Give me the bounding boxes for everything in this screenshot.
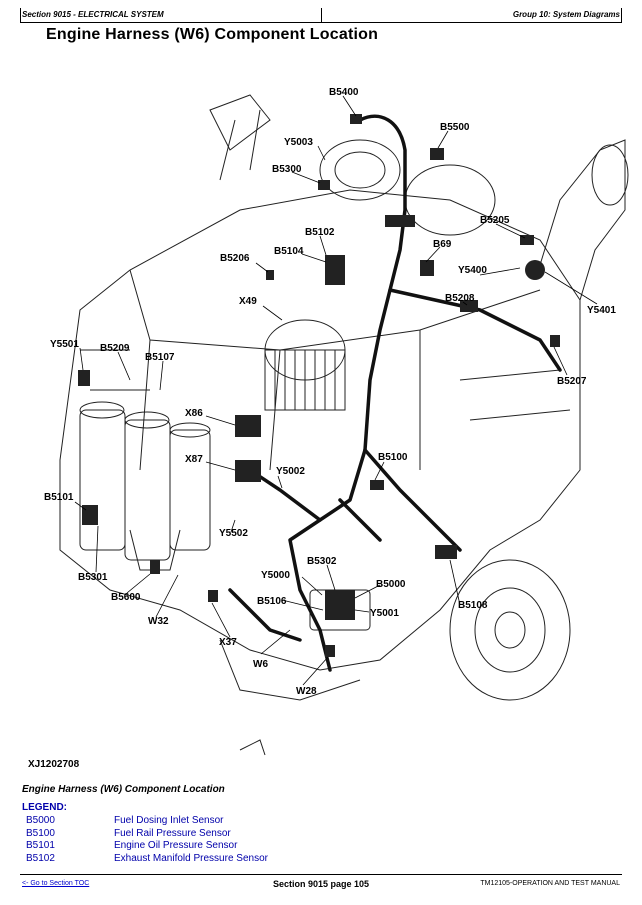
legend-title: LEGEND:: [22, 802, 67, 813]
legend-code: B5102: [26, 852, 55, 864]
callout-b5206: B5206: [220, 253, 250, 264]
legend-item: B5101 Engine Oil Pressure Sensor: [26, 840, 268, 853]
callout-b5600: B5600: [111, 592, 141, 603]
legend-item: B5100 Fuel Rail Pressure Sensor: [26, 828, 268, 841]
callout-b5301: B5301: [78, 572, 108, 583]
engine-harness-diagram: B5400 Y5003 B5500 B5300 B5102 B5205 B510…: [44, 87, 629, 756]
callout-b5208: B5208: [445, 293, 475, 304]
legend-code: B5101: [26, 840, 55, 851]
callout-x49: X49: [239, 296, 257, 307]
page-title: Engine Harness (W6) Component Location: [46, 26, 379, 43]
callout-y5001: Y5001: [370, 608, 399, 619]
callout-x86: X86: [185, 408, 203, 419]
legend-desc: Exhaust Manifold Pressure Sensor: [114, 852, 268, 864]
callout-w6: W6: [253, 659, 268, 670]
callout-b69: B69: [433, 239, 452, 250]
legend-desc: Fuel Dosing Inlet Sensor: [114, 815, 224, 826]
callout-b5000: B5000: [376, 579, 406, 590]
callout-b5101: B5101: [44, 492, 74, 503]
callout-b5104: B5104: [274, 246, 304, 257]
toc-link[interactable]: <- Go to Section TOC: [22, 880, 90, 887]
callout-b5500: B5500: [440, 122, 470, 133]
callout-b5302: B5302: [307, 556, 337, 567]
callout-b5106: B5106: [257, 596, 287, 607]
header-border-mid: [321, 8, 322, 22]
callout-b5100: B5100: [378, 452, 408, 463]
callout-y5002: Y5002: [276, 466, 305, 477]
callout-y5000: Y5000: [261, 570, 290, 581]
footer-rule: [20, 874, 622, 875]
page-header: Section 9015 - ELECTRICAL SYSTEM Group 1…: [22, 8, 620, 22]
callout-b5102: B5102: [305, 227, 335, 238]
callout-y5502: Y5502: [219, 528, 248, 539]
group-title: Group 10: System Diagrams: [512, 10, 620, 19]
legend-list: B5000 Fuel Dosing Inlet Sensor B5100 Fuel …: [26, 815, 268, 865]
legend-desc: Fuel Rail Pressure Sensor: [114, 827, 231, 839]
section-title: Section 9015 - ELECTRICAL SYSTEM: [22, 10, 164, 19]
callout-x37: X37: [219, 637, 237, 648]
legend-item: B5000 Fuel Dosing Inlet Sensor: [26, 815, 268, 828]
callout-y5003: Y5003: [284, 137, 313, 148]
header-border-left: [20, 8, 21, 22]
callout-x87: X87: [185, 454, 203, 465]
manual-title: TM12105-OPERATION AND TEST MANUAL: [480, 880, 620, 887]
header-border-right: [621, 8, 622, 22]
legend-code: B5100: [26, 827, 55, 839]
figure-id: XJ1202708: [28, 759, 80, 770]
callout-w32: W32: [148, 616, 169, 627]
figure-caption: Engine Harness (W6) Component Location: [22, 784, 225, 795]
callout-b5108: B5108: [458, 600, 488, 611]
callout-b5300: B5300: [272, 164, 302, 175]
legend-desc: Engine Oil Pressure Sensor: [114, 840, 238, 851]
legend-item: B5102 Exhaust Manifold Pressure Sensor: [26, 853, 268, 866]
callout-w28: W28: [296, 686, 317, 697]
callout-b5207: B5207: [557, 376, 587, 387]
callout-b5205: B5205: [480, 215, 510, 226]
header-rule: [20, 22, 622, 23]
callout-b5400: B5400: [329, 87, 359, 98]
callout-b5209: B5209: [100, 343, 130, 354]
callout-y5501: Y5501: [50, 339, 79, 350]
callout-b5107: B5107: [145, 352, 175, 363]
legend-code: B5000: [26, 815, 55, 826]
callout-y5401: Y5401: [587, 305, 616, 316]
callout-y5400: Y5400: [458, 265, 487, 276]
page-number: Section 9015 page 105: [272, 879, 370, 889]
